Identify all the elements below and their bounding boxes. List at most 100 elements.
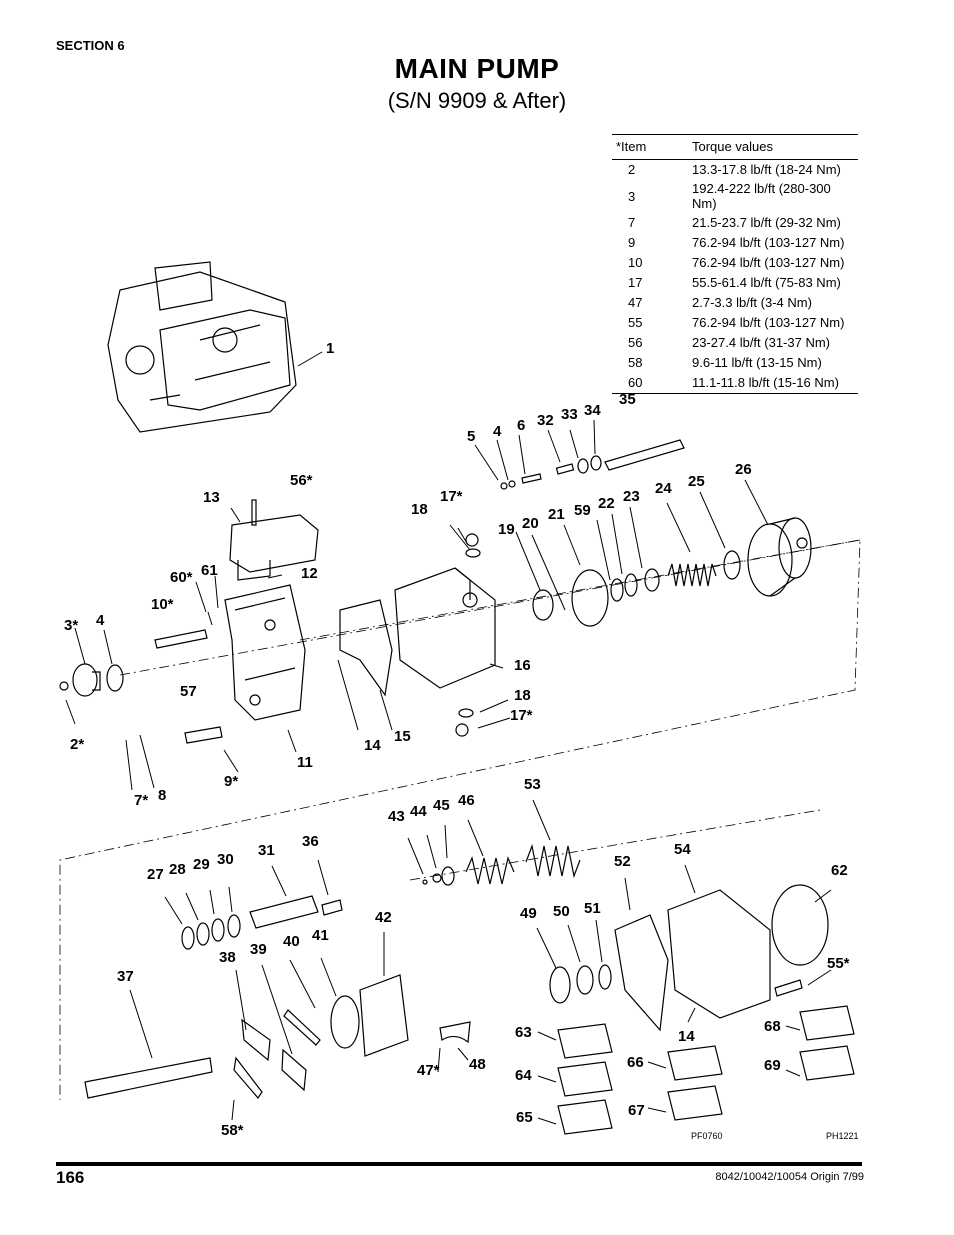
torque-cell: 192.4-222 lb/ft (280-300 Nm) (692, 181, 831, 211)
ring-25 (723, 550, 741, 580)
bolt-55 (774, 979, 803, 997)
callout-label: 55* (827, 955, 850, 972)
callout-label: 32 (537, 412, 554, 429)
callout-label: 44 (410, 803, 427, 820)
callout-label: 43 (388, 808, 405, 825)
callout-label: 40 (283, 933, 300, 950)
bracket-39 (281, 1048, 307, 1092)
item-cell: 47 (628, 295, 643, 310)
section-label: SECTION 6 (56, 38, 125, 53)
ring-24 (644, 568, 660, 592)
callout-label: 4 (96, 612, 105, 629)
ring-34 (590, 455, 602, 471)
callout-label: 14 (678, 1028, 695, 1045)
callout-label: 18 (411, 501, 428, 518)
table-row: 55 76.2-94 lb/ft (103-127 Nm) (612, 313, 858, 333)
main-pump-assembly (107, 261, 297, 433)
figure-ref-left: PF0760 (691, 1131, 723, 1141)
shaft (604, 439, 685, 471)
callout-label: 42 (375, 909, 392, 926)
pin-32 (555, 463, 575, 475)
item-cell: 7 (628, 215, 636, 230)
callout-label: 47* (417, 1062, 440, 1079)
item-cell: 60 (612, 373, 688, 394)
callout-label: 25 (688, 473, 705, 490)
plug-17-upper (465, 533, 479, 547)
pin-43 (422, 879, 428, 885)
plug-17-lower (455, 723, 469, 737)
callout-label: 63 (515, 1024, 532, 1041)
callout-label: 8 (158, 787, 167, 804)
column-header-item: *Item (612, 134, 688, 160)
table-row: 47 2.7-3.3 lb/ft (3-4 Nm) (612, 293, 858, 313)
page-title: MAIN PUMP (394, 53, 560, 84)
callout-label: 52 (614, 853, 631, 870)
callout-label: 23 (623, 488, 640, 505)
callout-label: 4 (493, 423, 502, 440)
washer-4 (508, 480, 516, 488)
callout-label: 56* (290, 472, 313, 489)
callout-label: 17* (440, 488, 463, 505)
end-cover-housing (224, 584, 306, 721)
o-rings-27-30 (181, 914, 241, 950)
figure-ref-right: PH1221 (826, 1131, 859, 1141)
callout-label: 62 (831, 862, 848, 879)
callout-label: 36 (302, 833, 319, 850)
callout-label: 46 (458, 792, 475, 809)
callout-label: 54 (674, 841, 691, 858)
screw-6 (521, 473, 542, 484)
ring-22 (610, 578, 624, 602)
table-header-row: *Item Torque values (612, 134, 858, 160)
callout-label: 17* (510, 707, 533, 724)
callout-label: 49 (520, 905, 537, 922)
callout-label: 33 (561, 406, 578, 423)
callout-label: 26 (735, 461, 752, 478)
spring-53 (525, 843, 581, 879)
callout-label: 3* (64, 617, 79, 634)
torque-cell: 76.2-94 lb/ft (103-127 Nm) (692, 315, 845, 330)
callout-label: 1 (326, 340, 335, 357)
torque-cell: 76.2-94 lb/ft (103-127 Nm) (692, 255, 845, 270)
callout-label: 57 (180, 683, 197, 700)
callout-label: 27 (147, 866, 164, 883)
drive-shaft (84, 1057, 213, 1099)
column-header-torque: Torque values (688, 134, 858, 160)
torque-cell: 11.1-11.8 lb/ft (15-16 Nm) (688, 373, 858, 394)
callout-label: 28 (169, 861, 186, 878)
bearing (532, 589, 554, 621)
o-ring-62 (771, 884, 829, 966)
link-36 (321, 899, 343, 916)
callout-label: 22 (598, 495, 615, 512)
callout-label: 37 (117, 968, 134, 985)
torque-cell: 23-27.4 lb/ft (31-37 Nm) (692, 335, 831, 350)
o-ring-18-upper (465, 548, 481, 558)
callout-label: 12 (301, 565, 318, 582)
plate-58 (233, 1056, 263, 1099)
callout-label: 51 (584, 900, 601, 917)
callout-label: 48 (469, 1056, 486, 1073)
item-cell: 9 (628, 235, 636, 250)
callout-label: 21 (548, 506, 565, 523)
callout-label: 2* (70, 736, 85, 753)
ring-50 (576, 965, 594, 995)
rear-housing (667, 889, 771, 1019)
callout-label: 66 (627, 1054, 644, 1071)
control-valve (229, 499, 319, 581)
callout-label: 29 (193, 856, 210, 873)
page-subtitle: (S/N 9909 & After) (387, 88, 567, 113)
callout-label: 10* (151, 596, 174, 613)
port-plate (330, 995, 360, 1049)
item-cell: 55 (628, 315, 643, 330)
callout-label: 65 (516, 1109, 533, 1126)
bracket-38 (241, 1018, 271, 1062)
item-cell: 56 (628, 335, 643, 350)
torque-cell: 2.7-3.3 lb/ft (3-4 Nm) (692, 295, 812, 310)
